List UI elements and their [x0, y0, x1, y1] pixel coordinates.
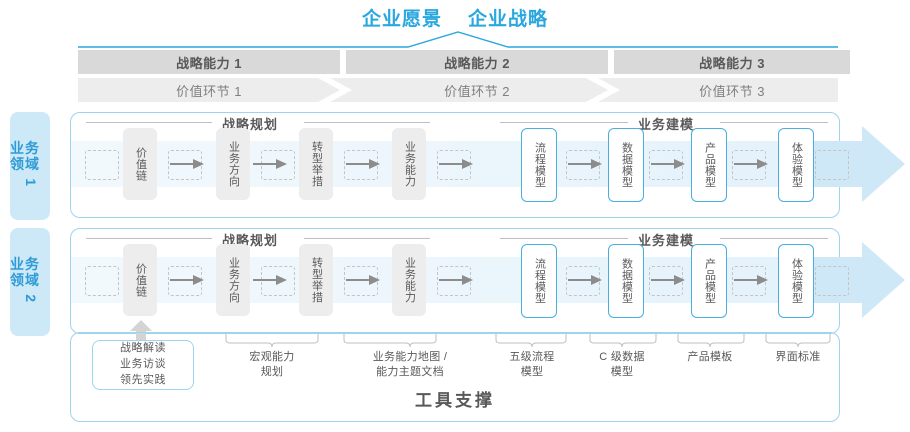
process-node-2-1[interactable]: 价值链: [123, 244, 157, 316]
process-node-1-4[interactable]: 业务能力: [392, 128, 426, 200]
flow-arrow-icon-2-6: [651, 274, 685, 286]
brace-connector-2: [343, 334, 437, 348]
process-node-1-6[interactable]: 数据模型: [608, 128, 644, 202]
process-node-1-1[interactable]: 价值链: [123, 128, 157, 200]
value-link-label-3: 价值环节 3: [699, 83, 765, 99]
capability-label-2: 战略能力 2: [444, 55, 510, 71]
sidebar-item-business-domain-1[interactable]: 业务领域 1: [10, 112, 50, 220]
value-link-band: [78, 78, 838, 102]
vision-strategy-connector: [78, 30, 838, 50]
capability-cell-3[interactable]: 战略能力 3: [614, 50, 850, 74]
value-link-row: 价值环节 1 价值环节 2 价值环节 3: [78, 78, 838, 102]
placeholder-box-1-9: [815, 150, 849, 180]
brace-connector-5: [677, 334, 745, 348]
section-rule-right-1-2: [720, 122, 828, 123]
value-link-cell-1[interactable]: 价值环节 1: [78, 78, 340, 102]
capability-label-1: 战略能力 1: [176, 55, 242, 71]
section-rule-left-1-1: [86, 122, 212, 123]
capability-cell-1[interactable]: 战略能力 1: [78, 50, 340, 74]
flow-arrow-icon-2-2: [253, 274, 287, 286]
flow-arrow-icon-2-5: [568, 274, 602, 286]
flow-arrow-icon-1-3: [346, 158, 380, 170]
placeholder-box-2-1: [85, 266, 119, 296]
value-link-label-2: 价值环节 2: [444, 83, 510, 99]
flow-arrow-icon-2-3: [346, 274, 380, 286]
value-link-chevron-icon-1: [318, 78, 352, 102]
flow-arrow-icon-2-4: [439, 274, 473, 286]
value-link-chevron-icon-2: [586, 78, 620, 102]
brace-connector-3: [495, 334, 567, 348]
flow-arrowhead-icon-2: [800, 242, 905, 318]
section-rule-right-2-1: [304, 238, 430, 239]
section-rule-right-2-2: [720, 238, 828, 239]
flow-arrow-icon-1-2: [253, 158, 287, 170]
flow-arrow-icon-2-7: [734, 274, 768, 286]
process-node-2-7[interactable]: 产品模型: [691, 244, 727, 318]
tool-label-5: 产品模板: [687, 351, 733, 363]
process-node-1-7[interactable]: 产品模型: [691, 128, 727, 202]
domain-1-text: 业务领域: [10, 140, 40, 172]
process-node-2-2[interactable]: 业务方向: [216, 244, 250, 316]
value-link-cell-2[interactable]: 价值环节 2: [346, 78, 608, 102]
flow-arrow-icon-1-6: [651, 158, 685, 170]
process-node-2-4[interactable]: 业务能力: [392, 244, 426, 316]
tool-first-box[interactable]: 战略解读 业务访谈 领先实践: [92, 340, 194, 390]
enterprise-vision-title: 企业愿景: [361, 8, 442, 30]
capability-cell-2[interactable]: 战略能力 2: [346, 50, 608, 74]
flow-arrowhead-icon-1: [800, 126, 905, 202]
domain-2-text: 业务领域: [10, 256, 40, 288]
process-node-2-8[interactable]: 体验模型: [778, 244, 814, 318]
flow-arrow-icon-2-1: [170, 274, 204, 286]
section-rule-left-1-2: [500, 122, 628, 123]
domain-2-index: 2: [22, 294, 39, 304]
brace-connector-4: [589, 334, 657, 348]
section-rule-left-2-1: [86, 238, 212, 239]
section-rule-left-2-2: [500, 238, 628, 239]
domain-1-index: 1: [22, 178, 39, 188]
sidebar-item-business-domain-2[interactable]: 业务领域 2: [10, 228, 50, 336]
process-node-1-2[interactable]: 业务方向: [216, 128, 250, 200]
strategic-capability-row: 战略能力 1 战略能力 2 战略能力 3: [78, 50, 850, 74]
tool-label-4: C 级数据 模型: [599, 351, 645, 378]
process-node-1-3[interactable]: 转型举措: [299, 128, 333, 200]
tool-support-title: 工具支撑: [415, 391, 495, 410]
section-title-2-2: 业务建模: [630, 230, 703, 249]
section-rule-right-1-1: [304, 122, 430, 123]
process-node-2-6[interactable]: 数据模型: [608, 244, 644, 318]
tool-label-2: 业务能力地图 / 能力主题文档: [372, 351, 448, 378]
upward-arrow-icon: [130, 320, 152, 346]
brace-connector-6: [765, 334, 831, 348]
flow-arrow-icon-1-7: [734, 158, 768, 170]
placeholder-box-2-9: [815, 266, 849, 296]
tool-support-card: [70, 332, 840, 422]
process-node-2-3[interactable]: 转型举措: [299, 244, 333, 316]
flow-arrow-icon-1-5: [568, 158, 602, 170]
brace-connector-1: [225, 334, 319, 348]
tool-label-6: 界面标准: [775, 351, 821, 363]
flow-arrow-icon-1-1: [170, 158, 204, 170]
value-link-cell-3[interactable]: 价值环节 3: [614, 78, 850, 102]
process-node-1-5[interactable]: 流程模型: [521, 128, 557, 202]
capability-label-3: 战略能力 3: [699, 55, 765, 71]
header-titles: 企业愿景 企业战略: [0, 4, 910, 30]
enterprise-strategy-title: 企业战略: [468, 8, 549, 30]
flow-arrow-icon-1-4: [439, 158, 473, 170]
section-title-1-2: 业务建模: [630, 114, 703, 133]
tool-label-1: 宏观能力 规划: [249, 351, 295, 378]
tool-label-3: 五级流程 模型: [509, 351, 555, 378]
placeholder-box-1-1: [85, 150, 119, 180]
process-node-2-5[interactable]: 流程模型: [521, 244, 557, 318]
value-link-label-1: 价值环节 1: [176, 83, 242, 99]
process-node-1-8[interactable]: 体验模型: [778, 128, 814, 202]
